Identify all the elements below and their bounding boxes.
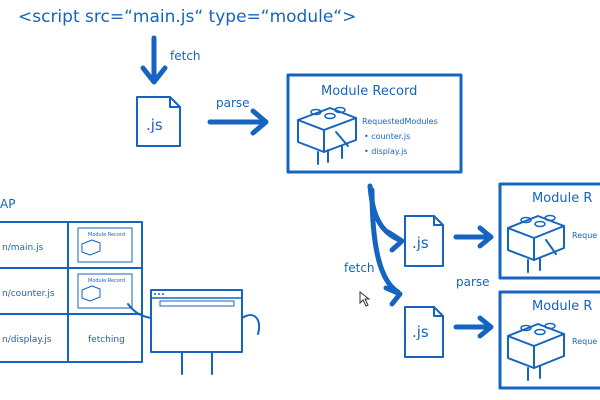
module-record-title: Module Record — [321, 84, 417, 99]
lego-brick-icon — [507, 214, 565, 273]
fetch-label: fetch — [344, 261, 375, 275]
map-row-url: n/main.js — [2, 243, 44, 253]
module-map-title: AP — [0, 197, 15, 211]
requested-modules-label: Reque — [572, 337, 597, 346]
parse-label: parse — [456, 275, 490, 289]
js-file-icon — [404, 215, 444, 267]
requested-modules-label: Reque — [572, 231, 597, 240]
module-record-display: Module R Reque — [498, 290, 600, 390]
parse-label: parse — [216, 96, 250, 110]
map-row-url: n/display.js — [2, 335, 52, 345]
map-cell-module-record: Module Record — [77, 273, 133, 309]
lego-brick-icon — [507, 322, 565, 381]
fetch-label: fetch — [170, 49, 201, 63]
fetch-arrow-icon — [140, 35, 168, 85]
module-record-main: Module Record RequestedModules • counter… — [286, 73, 463, 174]
map-cell-fetching: fetching — [88, 335, 125, 345]
map-cell-title: Module Record — [88, 278, 125, 284]
browser-window-icon — [127, 289, 261, 375]
js-file-icon — [404, 306, 444, 358]
parse-arrow-icon — [453, 315, 494, 339]
mouse-cursor-icon — [359, 290, 371, 307]
js-file-label: .js — [146, 116, 163, 134]
module-map-table — [0, 221, 143, 363]
script-tag-code: <script src=“main.js“ type=“module“> — [18, 7, 356, 27]
branch-arrow-icon — [367, 183, 405, 307]
js-file-label: .js — [412, 234, 429, 252]
module-record-title: Module R — [532, 299, 592, 314]
lego-brick-icon — [297, 106, 357, 165]
parse-arrow-icon — [207, 108, 269, 136]
module-record-counter: Module R Reque — [498, 182, 600, 280]
map-cell-title: Module Record — [88, 232, 125, 238]
js-file-icon — [136, 96, 181, 147]
requested-module-item: • display.js — [364, 147, 407, 156]
map-row-url: n/counter.js — [2, 289, 55, 299]
requested-modules-label: RequestedModules — [362, 117, 438, 126]
map-cell-module-record: Module Record — [77, 227, 133, 263]
js-file-label: .js — [412, 323, 429, 341]
parse-arrow-icon — [453, 225, 494, 249]
module-record-title: Module R — [532, 191, 592, 206]
requested-module-item: • counter.js — [364, 132, 410, 141]
